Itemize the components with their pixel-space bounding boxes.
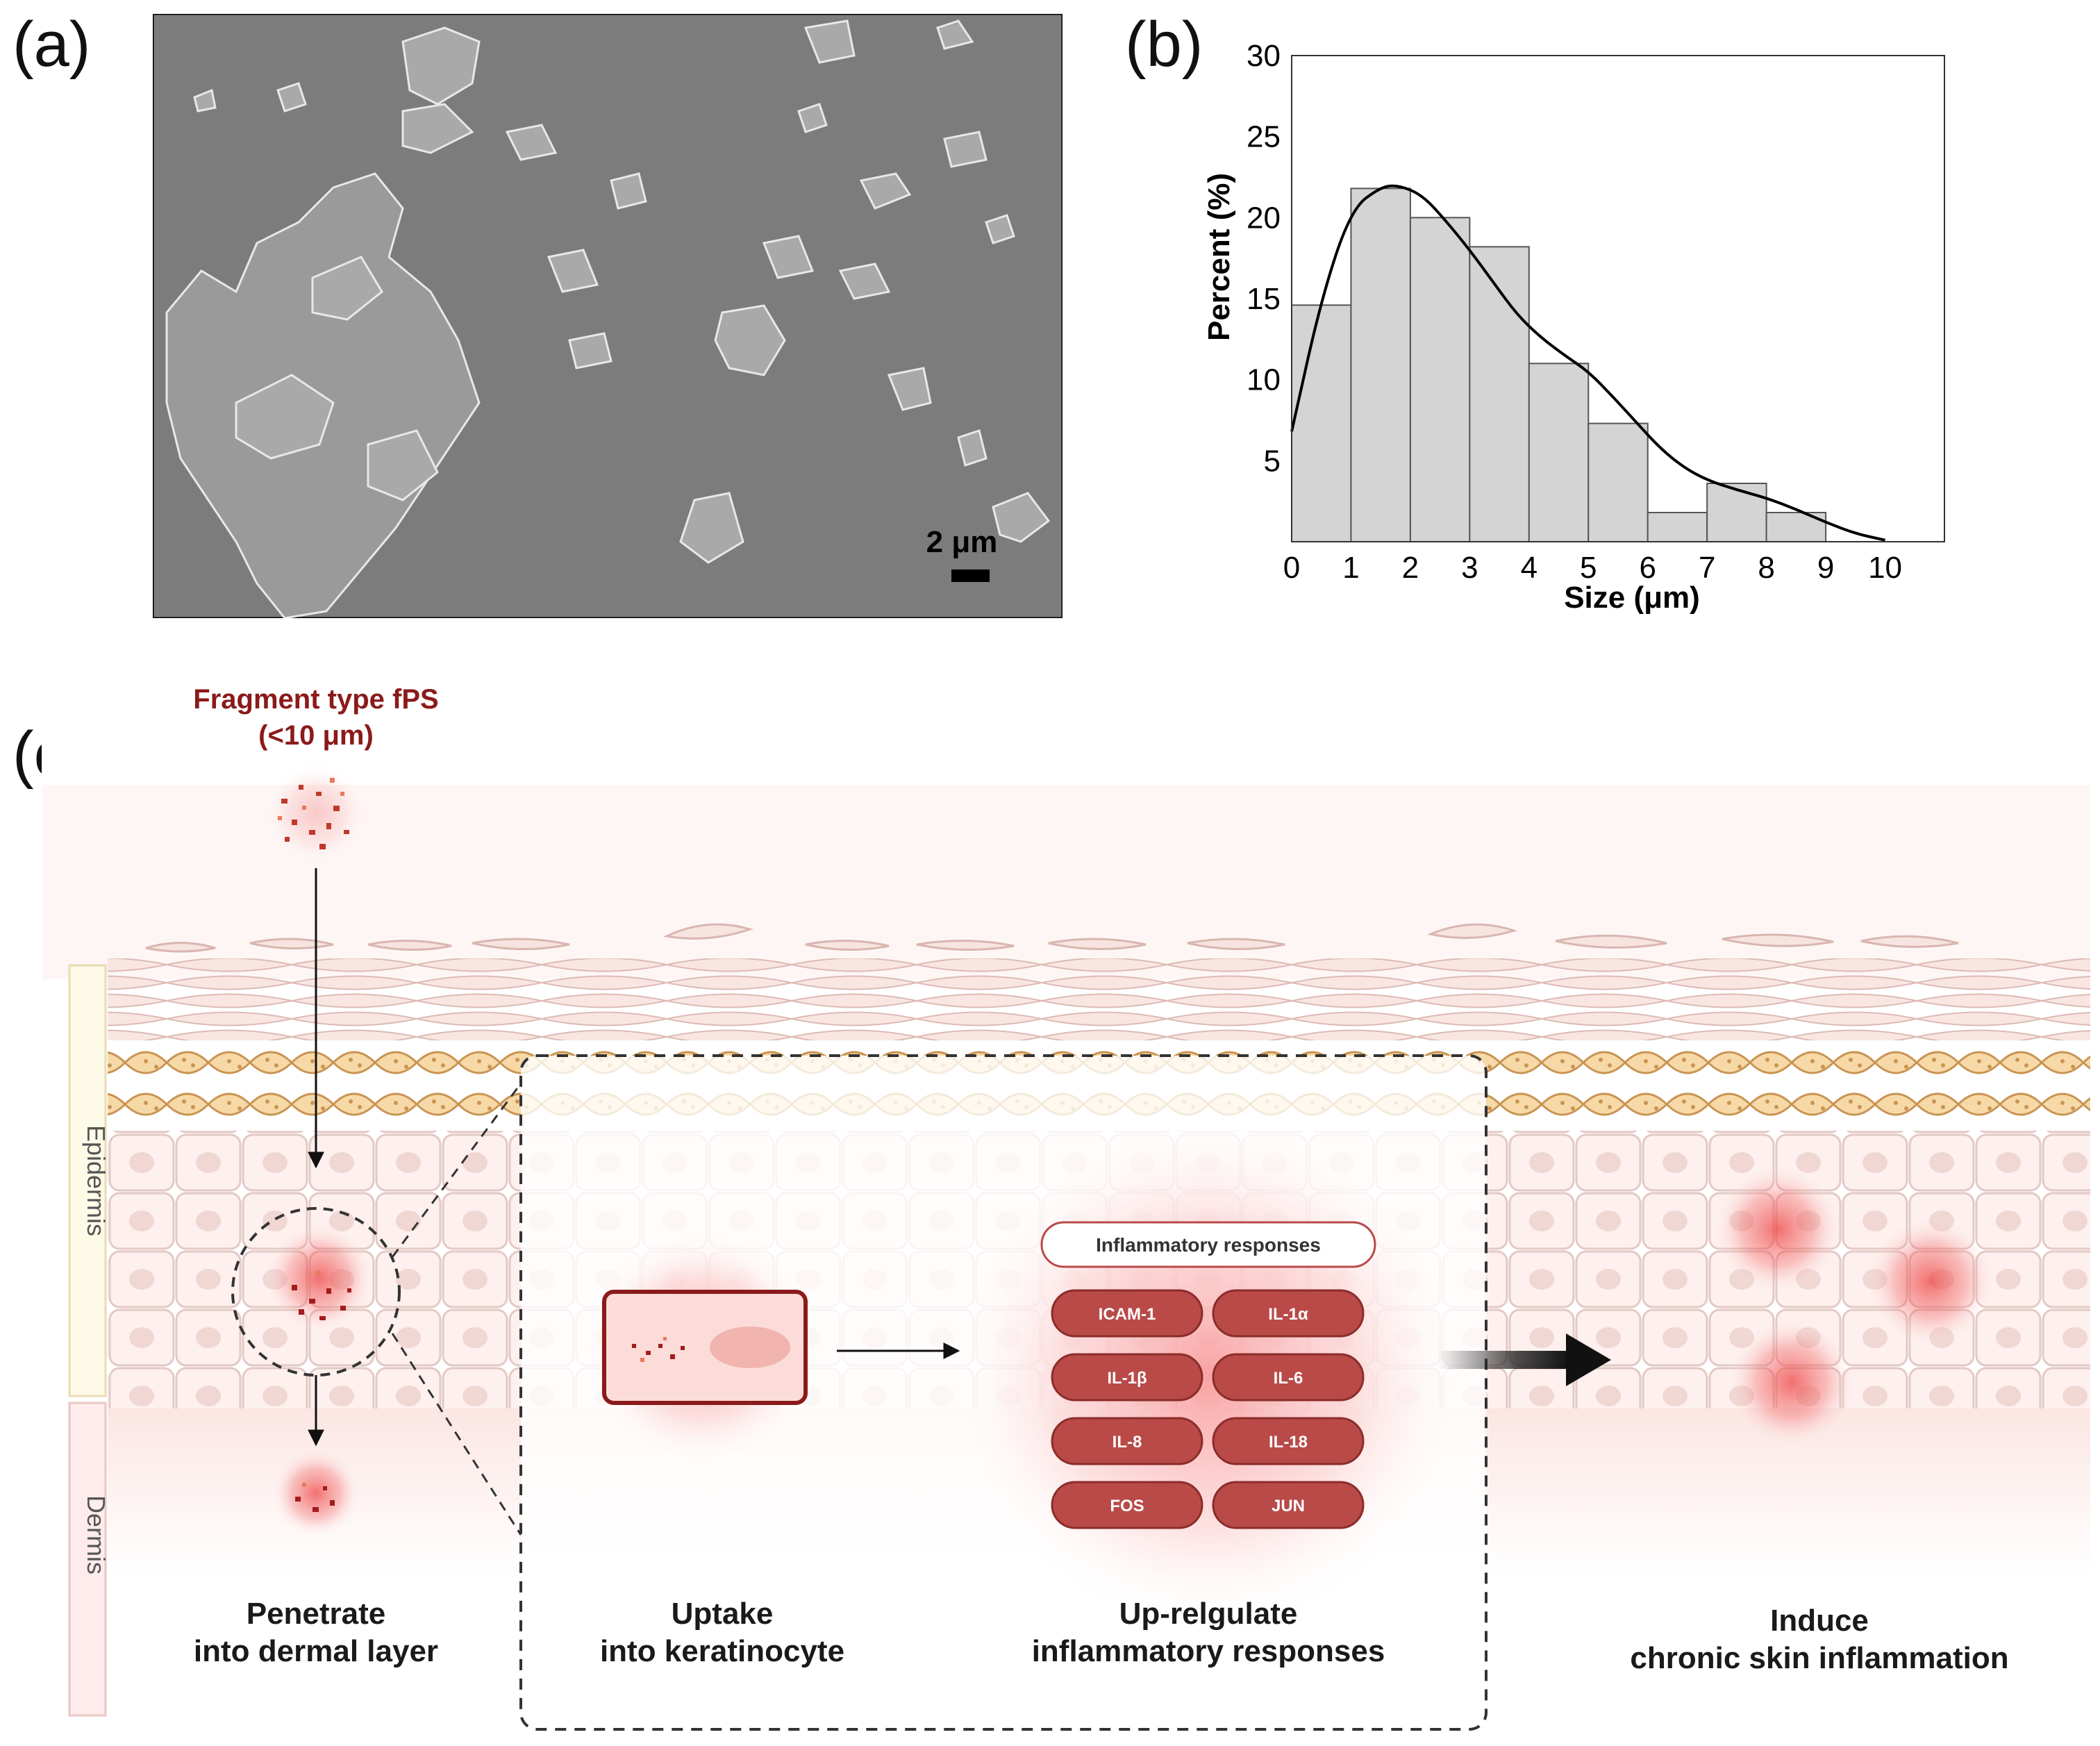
step1-caption-line2: into dermal layer — [194, 1634, 438, 1668]
step3-caption-line2: inflammatory responses — [1032, 1634, 1385, 1668]
inflammatory-responses-pill — [1040, 1221, 1376, 1268]
x-tick-label: 0 — [1283, 551, 1300, 585]
y-tick-label: 5 — [1264, 444, 1281, 478]
fps-particles-epidermis — [292, 1271, 351, 1320]
fps-particles-top — [264, 760, 368, 865]
dermis-bar — [68, 1402, 107, 1717]
histogram-bar — [1350, 188, 1411, 542]
keratinocyte-nucleus — [710, 1327, 790, 1368]
cytokine-pill — [1212, 1353, 1365, 1402]
cytokine-pill — [1212, 1289, 1365, 1338]
fragment-title: Fragment type fPS — [193, 684, 438, 715]
y-tick-label: 20 — [1247, 201, 1281, 235]
keratinocyte-cell — [602, 1290, 808, 1405]
particle-glow-dermis — [271, 1448, 361, 1538]
y-axis-label: Percent (%) — [1202, 173, 1236, 341]
sem-particle-cluster — [165, 19, 1051, 618]
fps-particles-cell — [632, 1337, 685, 1362]
cytokine-pill — [1051, 1289, 1203, 1338]
y-tick-label: 15 — [1247, 282, 1281, 316]
fps-particles-dermis — [295, 1483, 335, 1512]
size-distribution-chart: 0 1 2 3 4 5 6 7 8 9 10 5 10 15 20 25 30 Size (μm) Perce… — [1202, 39, 1945, 615]
fit-curve — [1290, 184, 1885, 542]
panel-label-b: (b) — [1125, 9, 1203, 80]
cytokine-pill — [1051, 1353, 1203, 1402]
shed-corneocytes — [145, 923, 1959, 953]
cytokine-pill — [1212, 1417, 1365, 1465]
x-tick-label: 8 — [1758, 551, 1774, 585]
step1-caption-line1: Penetrate — [247, 1597, 386, 1631]
sem-scale-bar-label: 2 μm — [926, 525, 998, 559]
big-arrow-shaft — [1438, 1351, 1569, 1369]
histogram-bar — [1291, 304, 1352, 542]
big-arrow-head — [1566, 1333, 1611, 1386]
epidermis-bar — [68, 964, 107, 1397]
dermis-label: Dermis — [82, 1495, 110, 1574]
cytokine-label: IL-8 — [1112, 1433, 1142, 1452]
x-tick-label: 1 — [1342, 551, 1359, 585]
histogram-bar — [1647, 512, 1708, 542]
cytokine-label: IL-1β — [1107, 1369, 1147, 1388]
cytokine-label: ICAM-1 — [1099, 1305, 1156, 1324]
inflammation-spot-3 — [1726, 1316, 1858, 1448]
x-tick-label: 2 — [1402, 551, 1419, 585]
inflammation-glow — [951, 1118, 1465, 1632]
cytokine-label: FOS — [1110, 1497, 1144, 1515]
y-axis-ticks: 5 10 15 20 25 30 — [1247, 39, 1281, 478]
zoom-line-top — [391, 1083, 522, 1258]
inflammation-spot-1 — [1712, 1163, 1844, 1295]
cytokine-pill — [1051, 1417, 1203, 1465]
step4-caption-line1: Induce — [1770, 1604, 1869, 1638]
y-tick-label: 30 — [1247, 39, 1281, 73]
histogram-bar — [1469, 246, 1530, 542]
cytokine-label: IL-18 — [1269, 1433, 1308, 1452]
inflammation-spot-2 — [1865, 1215, 1997, 1347]
cytokine-pill — [1212, 1481, 1365, 1529]
zoom-circle — [231, 1207, 401, 1377]
histogram-bar — [1588, 422, 1649, 543]
x-axis-label: Size (μm) — [1564, 581, 1700, 615]
panel-label-a: (a) — [12, 9, 91, 80]
zoom-line-bottom — [391, 1333, 522, 1536]
sem-micrograph: 2 μm — [153, 14, 1062, 618]
step2-caption-line2: into keratinocyte — [600, 1634, 844, 1668]
step4-caption-line2: chronic skin inflammation — [1630, 1641, 2008, 1675]
histogram-bar — [1409, 217, 1471, 542]
y-tick-label: 10 — [1247, 363, 1281, 397]
x-tick-label: 5 — [1580, 551, 1597, 585]
particle-glow-epidermis — [264, 1222, 375, 1333]
x-axis-ticks: 0 1 2 3 4 5 6 7 8 9 10 — [1283, 551, 1902, 585]
fragment-size: (<10 μm) — [258, 720, 374, 751]
skin-inflammation-schematic: Epidermis Dermis Fragment type fPS (<10 … — [42, 667, 2090, 1743]
inflammatory-responses-title: Inflammatory responses — [1096, 1234, 1321, 1256]
x-tick-label: 10 — [1868, 551, 1902, 585]
sem-scale-bar — [951, 569, 990, 582]
x-tick-label: 9 — [1817, 551, 1834, 585]
epidermis-label: Epidermis — [82, 1125, 110, 1236]
histogram-bar — [1706, 483, 1767, 542]
stratum-corneum — [108, 958, 2090, 1040]
step2-caption-line1: Uptake — [672, 1597, 774, 1631]
step3-caption-line1: Up-relgulate — [1119, 1597, 1298, 1631]
y-tick-label: 25 — [1247, 120, 1281, 154]
histogram-bar — [1528, 363, 1590, 542]
histogram-bars — [1291, 188, 1827, 543]
cytokine-label: IL-1α — [1268, 1305, 1308, 1324]
cytokine-pill — [1051, 1481, 1203, 1529]
cytokine-label: JUN — [1272, 1497, 1305, 1515]
x-tick-label: 7 — [1699, 551, 1715, 585]
x-tick-label: 3 — [1461, 551, 1478, 585]
x-tick-label: 6 — [1639, 551, 1656, 585]
plot-frame — [1291, 55, 1945, 542]
x-tick-label: 4 — [1521, 551, 1538, 585]
cytokine-label: IL-6 — [1274, 1369, 1303, 1388]
